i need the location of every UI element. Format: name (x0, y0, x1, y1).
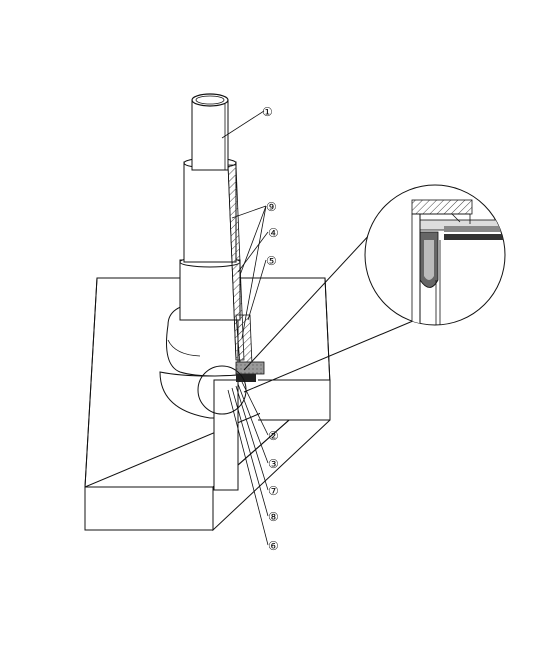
callout-1: ① (262, 105, 273, 119)
callout-9: ⑨ (266, 200, 277, 214)
stepped-sleeve (179, 157, 241, 491)
callout-8: ⑧ (268, 510, 279, 524)
callout-2: ② (268, 429, 279, 443)
callout-3: ③ (268, 457, 279, 471)
callout-5: ⑤ (266, 254, 277, 268)
callout-7: ⑦ (268, 484, 279, 498)
callout-label: ② (268, 429, 279, 443)
callout-label: ④ (268, 226, 279, 240)
callout-label: ⑦ (268, 484, 279, 498)
callout-label: ⑧ (268, 510, 279, 524)
magnified-detail (364, 184, 506, 326)
inner-pipe (191, 93, 229, 171)
leader-lines (221, 110, 269, 546)
callout-label: ③ (268, 457, 279, 471)
callout-4: ④ (268, 226, 279, 240)
callout-label: ⑥ (268, 539, 279, 553)
callout-label: ⑤ (266, 254, 277, 268)
callout-label: ⑨ (266, 200, 277, 214)
callout-6: ⑥ (268, 539, 279, 553)
sleeve-wall-section (227, 164, 265, 382)
callout-label: ① (262, 105, 273, 119)
